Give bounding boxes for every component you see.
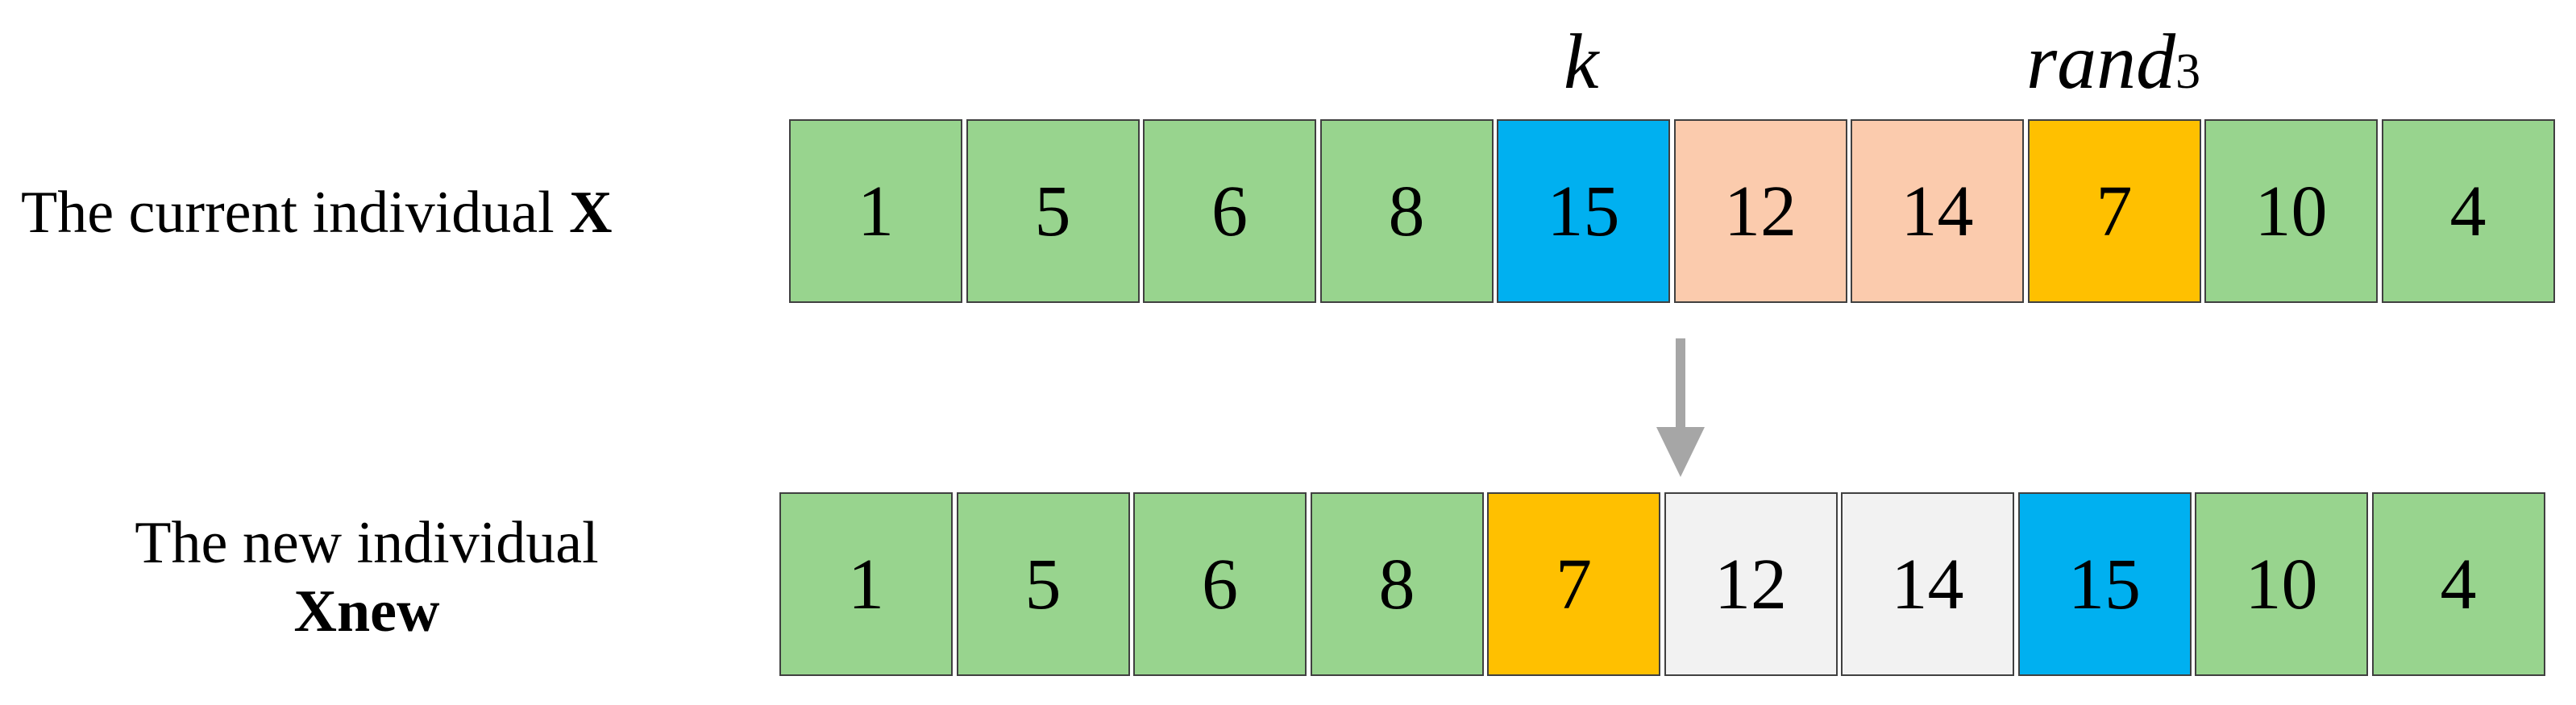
new-row-cell-7: 14: [1841, 492, 2014, 676]
marker-rand-subscript: 3: [2175, 44, 2201, 99]
current-individual-prefix: The current individual: [21, 180, 570, 246]
current-row-cell-10: 4: [2381, 119, 2555, 303]
current-row-cell-8: 7: [2027, 119, 2201, 303]
new-row-cell-10: 4: [2371, 492, 2545, 676]
current-individual-label: The current individual X: [21, 179, 613, 247]
arrow-head: [1656, 427, 1705, 477]
down-arrow-icon: [1656, 338, 1705, 477]
new-row-cell-3: 6: [1133, 492, 1307, 676]
new-row-cell-5: 7: [1487, 492, 1660, 676]
current-row-cell-3: 6: [1143, 119, 1316, 303]
new-row-cell-9: 10: [2195, 492, 2368, 676]
current-row-cell-5: 15: [1497, 119, 1670, 303]
new-individual-symbol: Xnew: [293, 579, 440, 645]
new-row-cell-6: 12: [1664, 492, 1838, 676]
new-row-cell-1: 1: [779, 492, 953, 676]
marker-k: k: [1564, 19, 1599, 106]
current-individual-symbol: X: [569, 180, 613, 246]
new-row-cell-4: 8: [1310, 492, 1484, 676]
current-row-cell-7: 14: [1851, 119, 2024, 303]
current-row-cell-2: 5: [966, 119, 1140, 303]
current-row-cell-9: 10: [2204, 119, 2378, 303]
marker-rand3: rand3: [2026, 23, 2200, 102]
current-row-cell-6: 12: [1673, 119, 1847, 303]
new-individual-line1: The new individual: [135, 510, 599, 576]
current-row-cell-1: 1: [789, 119, 962, 303]
current-row-cell-4: 8: [1319, 119, 1494, 303]
new-row-cell-8: 15: [2017, 492, 2192, 676]
arrow-shaft: [1676, 338, 1685, 429]
new-row-cell-2: 5: [956, 492, 1130, 676]
marker-rand-main: rand: [2026, 19, 2176, 106]
